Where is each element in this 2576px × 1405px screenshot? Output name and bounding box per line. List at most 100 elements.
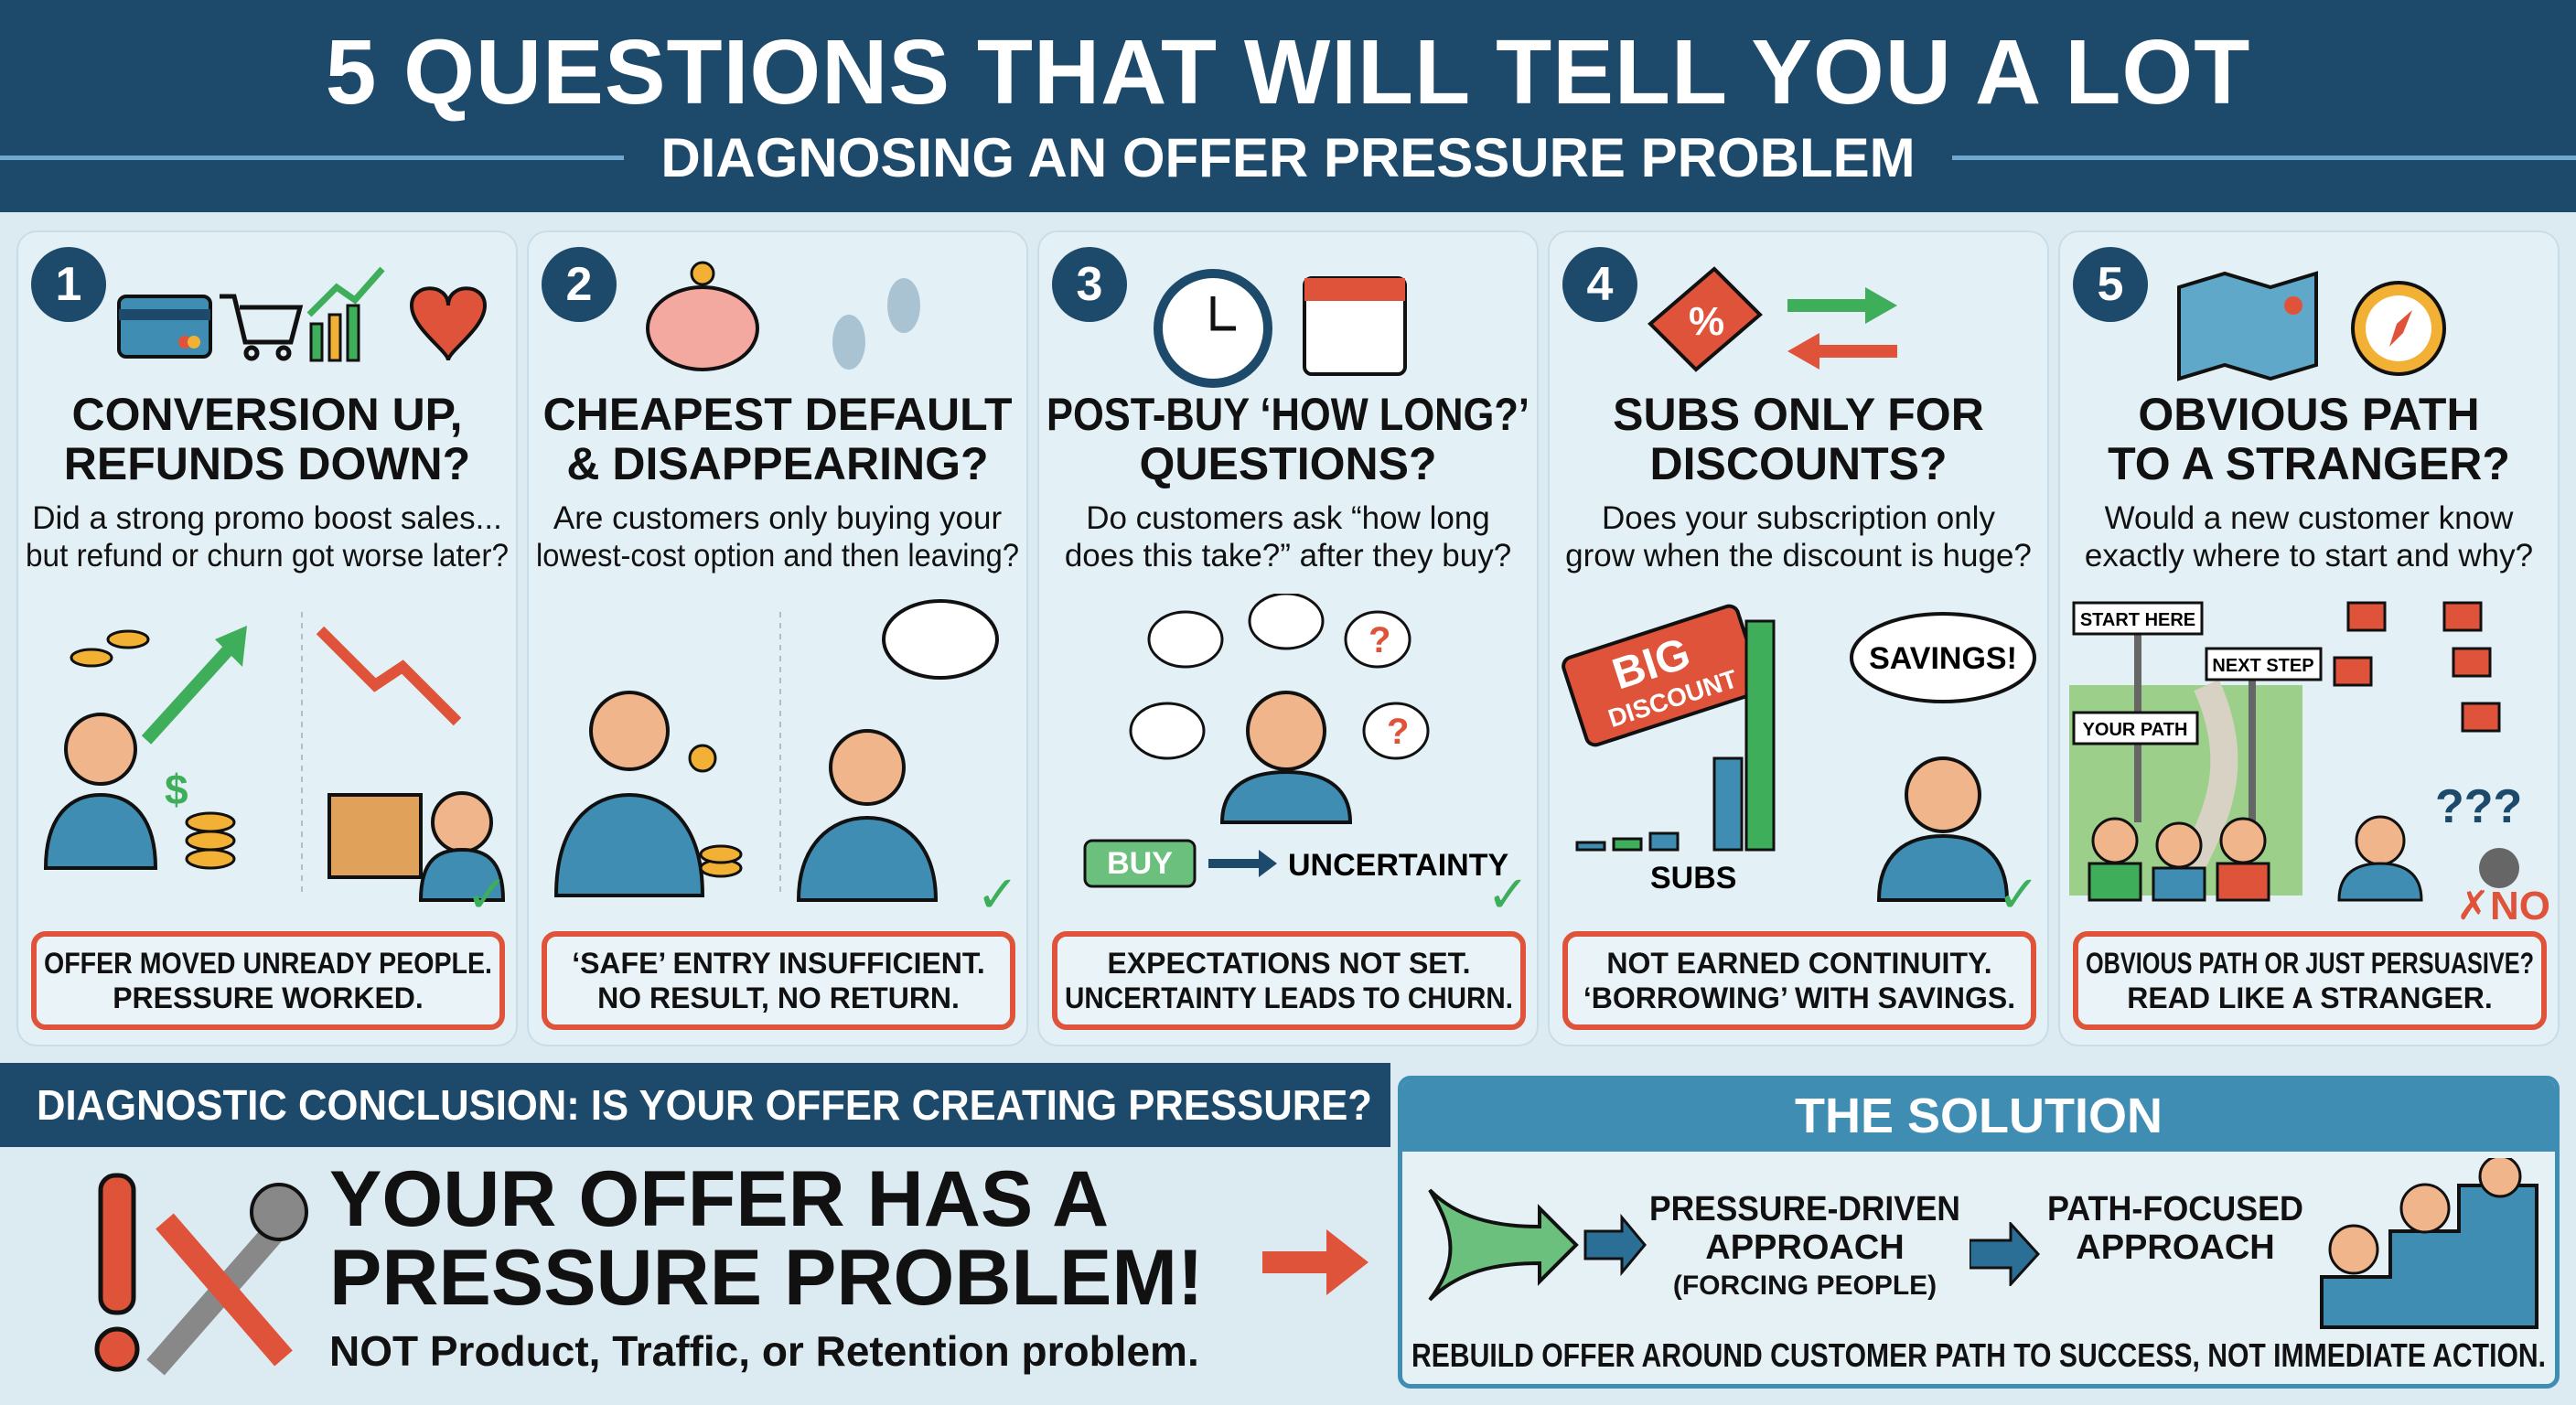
broken-heart-icon [409, 286, 488, 361]
divider [0, 156, 625, 160]
panel-question: Did a strong promo boost sales...but ref… [26, 499, 509, 574]
question-line: but refund or churn got worse later? [26, 538, 509, 574]
verdict-line: ‘BORROWING’ WITH SAVINGS. [1583, 981, 2016, 1014]
title-line: TO A STRANGER? [2108, 438, 2510, 489]
question-panel-3: 3 POST-BUY ‘HOW LONG?’QUESTIONS? Do cust… [1037, 231, 1539, 1046]
question-line: Did a strong promo boost sales... [32, 500, 502, 536]
question-line: Would a new customer know [2104, 500, 2514, 536]
uncertainty-label: UNCERTAINTY [1288, 848, 1508, 883]
sign-text: START HERE [2080, 610, 2195, 630]
title-line: SUBS ONLY FOR [1613, 389, 1984, 440]
question-bubble-icon [1344, 610, 1430, 760]
verdict-line: READ LIKE A STRANGER. [2127, 981, 2493, 1014]
right-arrow-icon [1970, 1222, 2041, 1286]
question-panel-1: 1 CONVERSION UP,REFUNDS DOWN? Did a stro… [16, 231, 518, 1046]
percent-tag-icon: % [1648, 266, 1763, 372]
conclusion-heading: DIAGNOSTIC CONCLUSION: IS YOUR OFFER CRE… [37, 1081, 1372, 1129]
verdict-line: ‘SAFE’ ENTRY INSUFFICIENT. [572, 947, 985, 980]
question-line: lowest-cost option and then leaving? [536, 538, 1019, 574]
title-line: QUESTIONS? [1139, 438, 1437, 489]
calendar-icon [1303, 276, 1407, 376]
clock-bubble-icon [1129, 594, 1325, 760]
footprints-icon [832, 278, 920, 370]
illustration-path-signs: START HERE NEXT STEP YOUR PATH ??? [2069, 601, 2522, 902]
question-line: grow when the discount is huge? [1565, 538, 2032, 574]
verdict-line: EXPECTATIONS NOT SET. [1107, 947, 1471, 980]
person-with-coin-icon [553, 691, 717, 897]
savings-label: SAVINGS! [1869, 641, 2017, 676]
subs-label: SUBS [1650, 861, 1736, 896]
panel-icons [2177, 271, 2446, 381]
question-line: Are customers only buying your [553, 500, 1003, 536]
compass-icon [2351, 281, 2446, 376]
conclusion-bar: DIAGNOSTIC CONCLUSION: IS YOUR OFFER CRE… [0, 1063, 1390, 1147]
map-icon [2177, 271, 2318, 381]
sign-start [2072, 601, 2204, 636]
title-line: DISCOUNTS? [1649, 438, 1948, 489]
verdict-line: NOT EARNED CONTINUITY. [1606, 947, 1992, 980]
people-on-stairs-icon [2320, 1158, 2538, 1329]
question-marks: ??? [2435, 780, 2522, 833]
piggy-bank-icon [646, 261, 759, 371]
buy-button-graphic [1083, 839, 1197, 888]
verdict-box: EXPECTATIONS NOT SET.UNCERTAINTY LEADS T… [1052, 931, 1526, 1030]
check-icon: ✓ [976, 865, 1019, 923]
panel-number: 4 [1562, 247, 1637, 322]
merging-arrows-icon [1428, 1188, 1647, 1302]
sad-person-icon [418, 791, 506, 902]
verdict-line: OBVIOUS PATH OR JUST PERSUASIVE? [2086, 947, 2535, 980]
swap-arrows-icon [1787, 287, 1897, 370]
title-line: & DISAPPEARING? [566, 438, 989, 489]
credit-card-icon [117, 295, 212, 359]
panel-number: 3 [1052, 247, 1127, 322]
panel-number: 1 [31, 247, 106, 322]
x-no-icon: ✗NO [2456, 884, 2550, 929]
happy-person-icon [43, 713, 158, 870]
title-line: CHEAPEST DEFAULT [542, 389, 1013, 440]
down-arrow-icon [316, 626, 462, 726]
label-line: APPROACH [2076, 1228, 2275, 1267]
verdict-line: PRESSURE WORKED. [113, 981, 424, 1014]
no-label: NO [2490, 884, 2550, 928]
rock [2479, 848, 2519, 888]
page-subtitle: DIAGNOSING AN OFFER PRESSURE PROBLEM [660, 127, 1916, 188]
dollar-icon: $ [165, 766, 188, 813]
speech-bubble [1850, 612, 2036, 703]
sign-next [2205, 647, 2323, 681]
svg-text:?: ? [1368, 620, 1390, 660]
question-line: does this take?” after they buy? [1064, 538, 1512, 574]
question-line: Does your subscription only [1602, 500, 1995, 536]
svg-text:?: ? [1387, 712, 1409, 752]
panel-icons [117, 266, 488, 362]
cart-icon [220, 294, 304, 361]
subs-bar-chart [1575, 619, 1776, 852]
subtext-line: NOT Product, Traffic, or Retention probl… [329, 1327, 1199, 1375]
label-note: (FORCING PEOPLE) [1672, 1271, 1937, 1301]
panel-number: 5 [2073, 247, 2148, 322]
solution-heading: THE SOLUTION [1402, 1080, 2555, 1152]
verdict-box: ‘SAFE’ ENTRY INSUFFICIENT.NO RESULT, NO … [542, 931, 1015, 1030]
coins-icon [699, 844, 743, 878]
person-icon [1876, 756, 2010, 902]
page-title: 5 QUESTIONS THAT WILL TELL YOU A LOT [325, 21, 2251, 123]
up-arrow-icon [141, 635, 243, 745]
percent-tags-icon [2333, 601, 2501, 733]
illustration-cheap-buyer [553, 599, 999, 902]
sign-your [2072, 711, 2199, 745]
subtitle-row: DIAGNOSING AN OFFER PRESSURE PROBLEM [0, 126, 2576, 189]
sign-text: YOUR PATH [2083, 720, 2188, 740]
illustration-uncertainty: ?? BUY UNCERTAINTY [1083, 594, 1508, 888]
verdict-line: OFFER MOVED UNREADY PEOPLE. [44, 947, 492, 980]
svg-text:%: % [1689, 299, 1724, 344]
confused-person-icon [1219, 691, 1353, 824]
title-line: REFUNDS DOWN? [63, 438, 471, 489]
thought-bubble-icon [882, 599, 999, 680]
